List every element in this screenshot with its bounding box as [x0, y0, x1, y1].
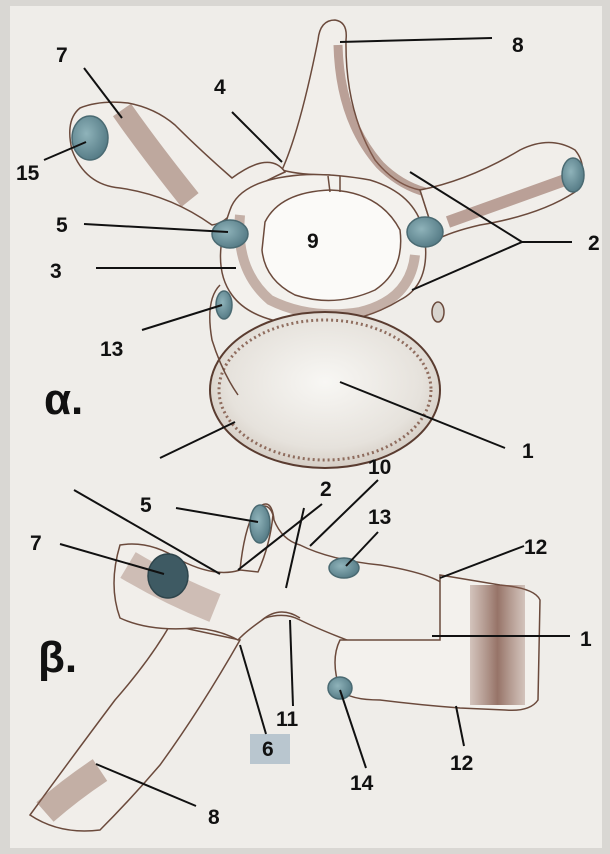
- label-2-side: 2: [320, 478, 332, 501]
- facet-13-side: [329, 558, 359, 578]
- facet-5-side: [250, 505, 270, 543]
- label-5-side: 5: [140, 494, 152, 517]
- facet-13-top: [216, 291, 232, 319]
- facet-7-side: [148, 554, 188, 598]
- label-7-side: 7: [30, 532, 42, 555]
- label-3: 3: [50, 260, 62, 283]
- label-11: 11: [276, 708, 299, 731]
- label-1-side: 1: [580, 628, 592, 651]
- label-5-top: 5: [56, 214, 68, 237]
- label-6: 6: [262, 738, 274, 761]
- label-14: 14: [350, 772, 374, 795]
- facet-right-top: [407, 217, 443, 247]
- label-13-side: 13: [368, 506, 391, 529]
- label-12-bottom-side: 12: [450, 752, 473, 775]
- facet-15: [72, 116, 108, 160]
- label-10: 10: [368, 456, 391, 479]
- body-side-shading: [470, 585, 525, 705]
- facet-right-small: [432, 302, 444, 322]
- vertebral-foramen: [262, 190, 401, 300]
- label-8-side: 8: [208, 806, 220, 829]
- view-title-beta: β.: [38, 633, 77, 682]
- label-9: 9: [307, 230, 319, 253]
- label-1-top: 1: [522, 440, 534, 463]
- label-4: 4: [214, 76, 226, 99]
- facet-5-top: [212, 220, 248, 248]
- label-13-top: 13: [100, 338, 123, 361]
- vertebral-body-top: [210, 312, 440, 468]
- label-8-top: 8: [512, 34, 524, 57]
- label-7-top: 7: [56, 44, 68, 67]
- facet-14-side: [328, 677, 352, 699]
- view-title-alpha: α.: [44, 375, 83, 424]
- facet-right-tp: [562, 158, 584, 192]
- label-12-top-side: 12: [524, 536, 547, 559]
- label-15: 15: [16, 162, 40, 185]
- label-2-top: 2: [588, 232, 600, 255]
